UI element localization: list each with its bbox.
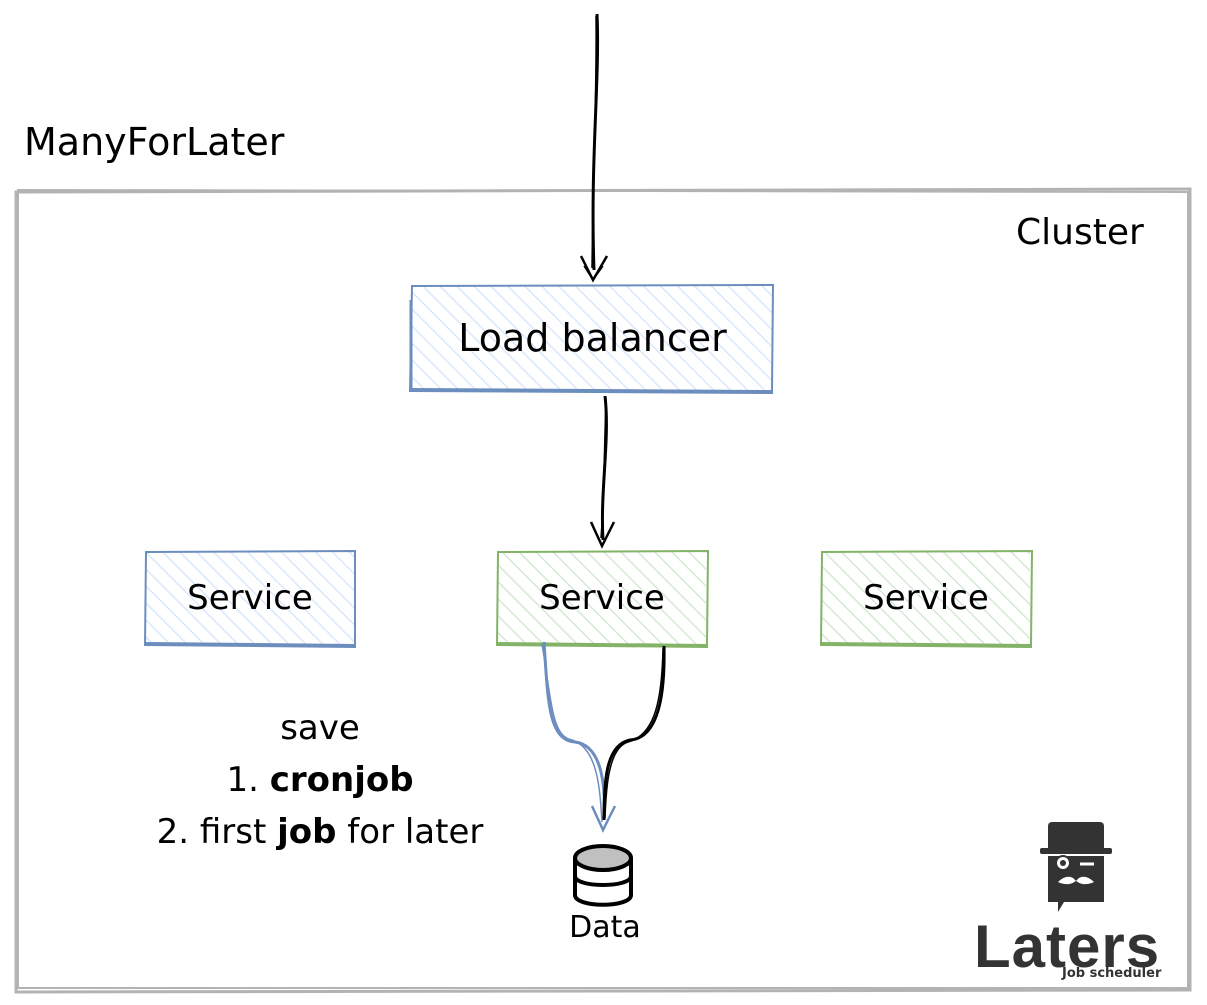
note-item-1-prefix: 1.	[226, 760, 259, 800]
lb-to-service-arrow	[589, 395, 616, 549]
cluster-container	[14, 187, 1192, 994]
diagram-title: ManyForLater	[24, 120, 285, 164]
note-item-2-bold: job	[277, 812, 337, 852]
load-balancer-box	[408, 283, 775, 394]
service-label-1: Service	[187, 578, 313, 618]
service-label-2: Service	[539, 578, 665, 618]
note-item-1: 1. cronjob	[60, 754, 580, 806]
save-note: save 1. cronjob 2. first job for later	[60, 702, 580, 858]
note-item-2-suffix: for later	[347, 812, 484, 852]
laters-logo-tagline: Job scheduler	[1062, 966, 1162, 981]
service-box-2	[495, 549, 710, 648]
laters-logo-wordmark: Laters	[974, 913, 1161, 980]
note-item-2-prefix: 2. first	[156, 812, 267, 852]
note-item-1-bold: cronjob	[269, 760, 414, 800]
service-box-3	[819, 549, 1034, 648]
incoming-arrow	[579, 13, 609, 283]
service-box-1	[143, 549, 357, 648]
cluster-label: Cluster	[1016, 212, 1144, 253]
database-icon	[573, 844, 633, 907]
note-heading: save	[280, 708, 360, 748]
service-to-data-arrows	[541, 641, 666, 833]
service-label-3: Service	[863, 578, 989, 618]
note-item-2: 2. first job for later	[60, 806, 580, 858]
load-balancer-label: Load balancer	[458, 316, 727, 360]
datastore-label: Data	[569, 910, 641, 945]
laters-mascot-icon	[1040, 822, 1112, 912]
